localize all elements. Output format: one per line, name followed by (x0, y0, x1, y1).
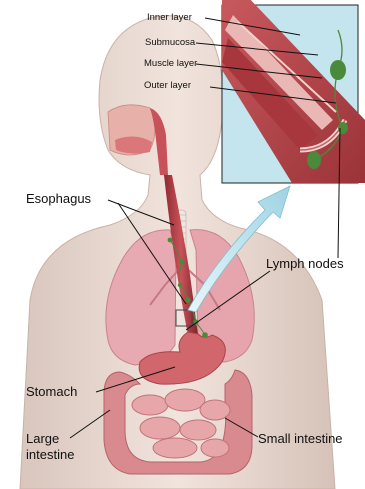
label-inner-layer: Inner layer (147, 13, 192, 23)
label-lymph-nodes: Lymph nodes (266, 257, 344, 271)
label-esophagus: Esophagus (26, 192, 91, 206)
label-large-intestine-line2: intestine (26, 448, 74, 462)
label-small-intestine: Small intestine (258, 432, 343, 446)
label-submucosa: Submucosa (145, 38, 195, 48)
label-outer-layer: Outer layer (144, 81, 191, 91)
label-large-intestine-line1: Large (26, 432, 59, 446)
label-stomach: Stomach (26, 385, 77, 399)
label-muscle-layer: Muscle layer (144, 59, 197, 69)
